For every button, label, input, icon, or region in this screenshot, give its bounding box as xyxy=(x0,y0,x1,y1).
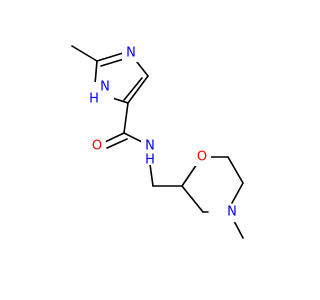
molecule-structure-diagram: N N H O N H O N xyxy=(71,44,244,239)
bond-c2-n3-double xyxy=(100,58,125,67)
bond-c2-n3 xyxy=(96,52,124,62)
bond-n-c3m xyxy=(181,185,204,213)
atom-imidazole-n1-h: H xyxy=(89,92,99,107)
bond-c4-c5 xyxy=(127,75,149,104)
atom-amide-n: N xyxy=(145,139,155,154)
bond-n-methyl xyxy=(232,218,244,239)
atom-morpholine-o: O xyxy=(197,150,207,165)
atom-amide-n-h: H xyxy=(145,153,155,168)
atom-carbonyl-o: O xyxy=(92,139,102,154)
bond-n1-c2 xyxy=(94,60,98,85)
molecule-svg: N N H O N H O N xyxy=(71,44,244,239)
bond-methyl-c2 xyxy=(71,45,98,62)
bonds xyxy=(71,45,244,239)
atoms: N N H O N H O N xyxy=(86,44,241,222)
atom-morpholine-n: N xyxy=(227,205,237,220)
atom-imidazole-n3: N xyxy=(126,46,136,61)
bond-c5-carbonyl xyxy=(123,102,129,134)
bond-c4-c5-double xyxy=(123,77,143,101)
bond-carbonyl-o xyxy=(104,132,125,143)
bond-c6m-c5m xyxy=(227,156,244,184)
bond-carbonyl-o-double xyxy=(106,138,128,149)
bond-c2m-o xyxy=(181,163,198,187)
bond-c5m-n xyxy=(231,182,244,204)
atom-imidazole-n1: N xyxy=(100,80,110,95)
